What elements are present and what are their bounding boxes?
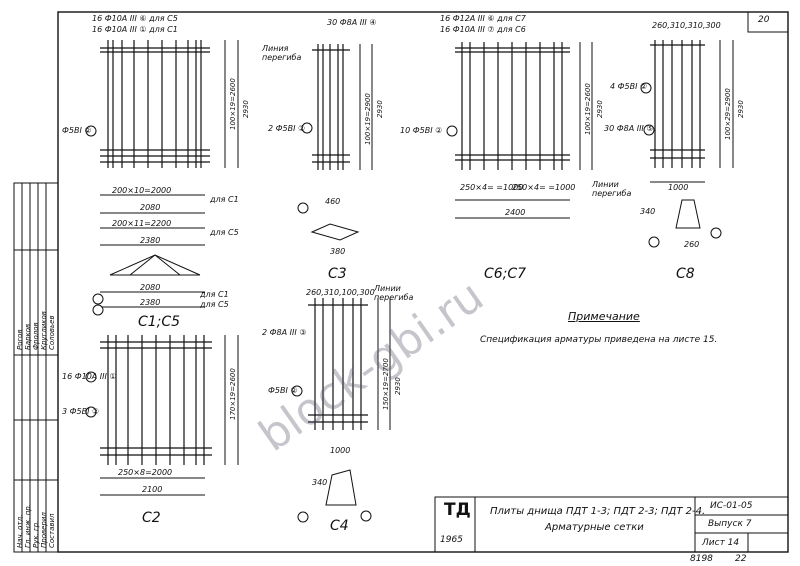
c2-b2: 3 Ф5ВI ② (62, 407, 100, 416)
c8-d3: 340 (640, 207, 656, 216)
stamp-row-2: Гл. инж. пр. (24, 504, 32, 548)
c1c5-d6: 2380 (140, 298, 161, 307)
c8-top-dims: 260,310,310,300 (652, 21, 721, 30)
note-heading: Примечание (568, 310, 640, 323)
c4-title: С4 (330, 518, 349, 534)
bottom-left-number: 8198 (690, 554, 713, 564)
c3-dim-h2: 100×19=2900 (364, 93, 372, 145)
title-block-sheet: Лист 14 (702, 538, 740, 548)
c3-left-bar: 2 Ф5ВI ② (268, 124, 306, 133)
c4-d2: 340 (312, 478, 328, 487)
stamp-row-5: Составил (48, 513, 56, 548)
title-block-issue: Выпуск 7 (708, 519, 752, 529)
c2-dim-h2: 170×19=2600 (229, 368, 237, 420)
c8-dim-h: 2930 (737, 100, 745, 118)
title-block-line2: Арматурные сетки (545, 522, 644, 533)
c8-d2: 260 (684, 240, 700, 249)
c1c5-d1: 200×10=2000 (112, 186, 172, 195)
c1c5-left-bar: Ф5ВI ② (62, 126, 92, 135)
stamp-name-1: Рогов (16, 329, 24, 350)
stamp-row-1: Нач. отд. (16, 514, 24, 548)
c2-d1: 250×8=2000 (118, 468, 173, 477)
c3-d1: 460 (325, 197, 341, 206)
stamp-name-5: Соловьев (48, 315, 56, 350)
c2-d2: 2100 (142, 485, 163, 494)
title-block-logo: ТД (444, 500, 471, 520)
c4-b2: Ф5ВI ② (268, 386, 298, 395)
c1c5-d3: 200×11=2200 (112, 219, 172, 228)
stamp-name-2: Барков (24, 323, 32, 350)
c8-bend: Линии перегиба (592, 180, 632, 198)
c1c5-for-c1-2: для С1 (200, 290, 229, 299)
c1c5-mark-1: 16 Ф10А III ⑥ для С5 (92, 14, 178, 23)
bottom-right-number: 22 (735, 554, 747, 564)
c4-d1: 1000 (330, 446, 351, 455)
c8-title: С8 (676, 266, 695, 282)
c8-dim-h2: 100×29=2900 (724, 88, 732, 140)
title-block-year: 1965 (440, 535, 463, 545)
c6c7-d1: 250×4= =1000 (460, 183, 524, 192)
c6c7-mark-2: 16 Ф10А III ⑦ для С6 (440, 25, 526, 34)
c1c5-mark-2: 16 Ф10А III ① для С1 (92, 25, 178, 34)
c1c5-for-c1: для С1 (210, 195, 239, 204)
title-block-code: ИС-01-05 (710, 501, 753, 511)
c1c5-d4: 2380 (140, 236, 161, 245)
c1c5-title: С1;С5 (138, 314, 181, 330)
c1c5-for-c5: для С5 (210, 228, 239, 237)
c6c7-d3: 2400 (505, 208, 526, 217)
sheet-number: 20 (758, 15, 770, 25)
stamp-row-3: Рук. гр. (32, 520, 40, 548)
title-block-line1: Плиты днища ПДТ 1-3; ПДТ 2-3; ПДТ 2-4. (490, 506, 706, 517)
c6c7-dim-h: 2930 (596, 100, 604, 118)
c2-title: С2 (142, 510, 161, 526)
c3-mark: 30 Ф8А III ④ (327, 18, 377, 27)
c6c7-d2: 250×4= =1000 (512, 183, 576, 192)
c8-d1: 1000 (668, 183, 689, 192)
c3-dim-h: 2930 (376, 100, 384, 118)
c4-b1: 2 Ф8А III ③ (262, 328, 307, 337)
c2-b1: 16 Ф10А III ① (62, 372, 117, 381)
c1c5-dim-h2: 100×19=2600 (229, 78, 237, 130)
c6c7-dim-h2: 100×19=2600 (584, 83, 592, 135)
note-text: Спецификация арматуры приведена на листе… (480, 335, 718, 345)
stamp-row-4: Проверил (40, 512, 48, 548)
c6c7-left-bar: 10 Ф5ВI ② (400, 126, 443, 135)
c6c7-mark-1: 16 Ф12А III ⑥ для С7 (440, 14, 526, 23)
c1c5-d2: 2080 (140, 203, 161, 212)
c1c5-dim-h: 2930 (242, 100, 250, 118)
c1c5-d5: 2080 (140, 283, 161, 292)
c3-d2: 380 (330, 247, 346, 256)
stamp-name-4: Кругликов (40, 311, 48, 350)
c8-b1: 4 Ф5ВI ② (610, 82, 648, 91)
c3-title: С3 (328, 266, 347, 282)
c6c7-title: С6;С7 (484, 266, 527, 282)
c1c5-for-c5-2: для С5 (200, 300, 229, 309)
c4-bend: Линии перегиба (374, 284, 414, 302)
c4-top-dims: 260,310,100,300 (306, 288, 375, 297)
c8-b2: 30 Ф8А III ⑤ (604, 124, 654, 133)
c3-bend: Линия перегиба (262, 44, 302, 62)
stamp-name-3: Фролов (32, 322, 40, 350)
